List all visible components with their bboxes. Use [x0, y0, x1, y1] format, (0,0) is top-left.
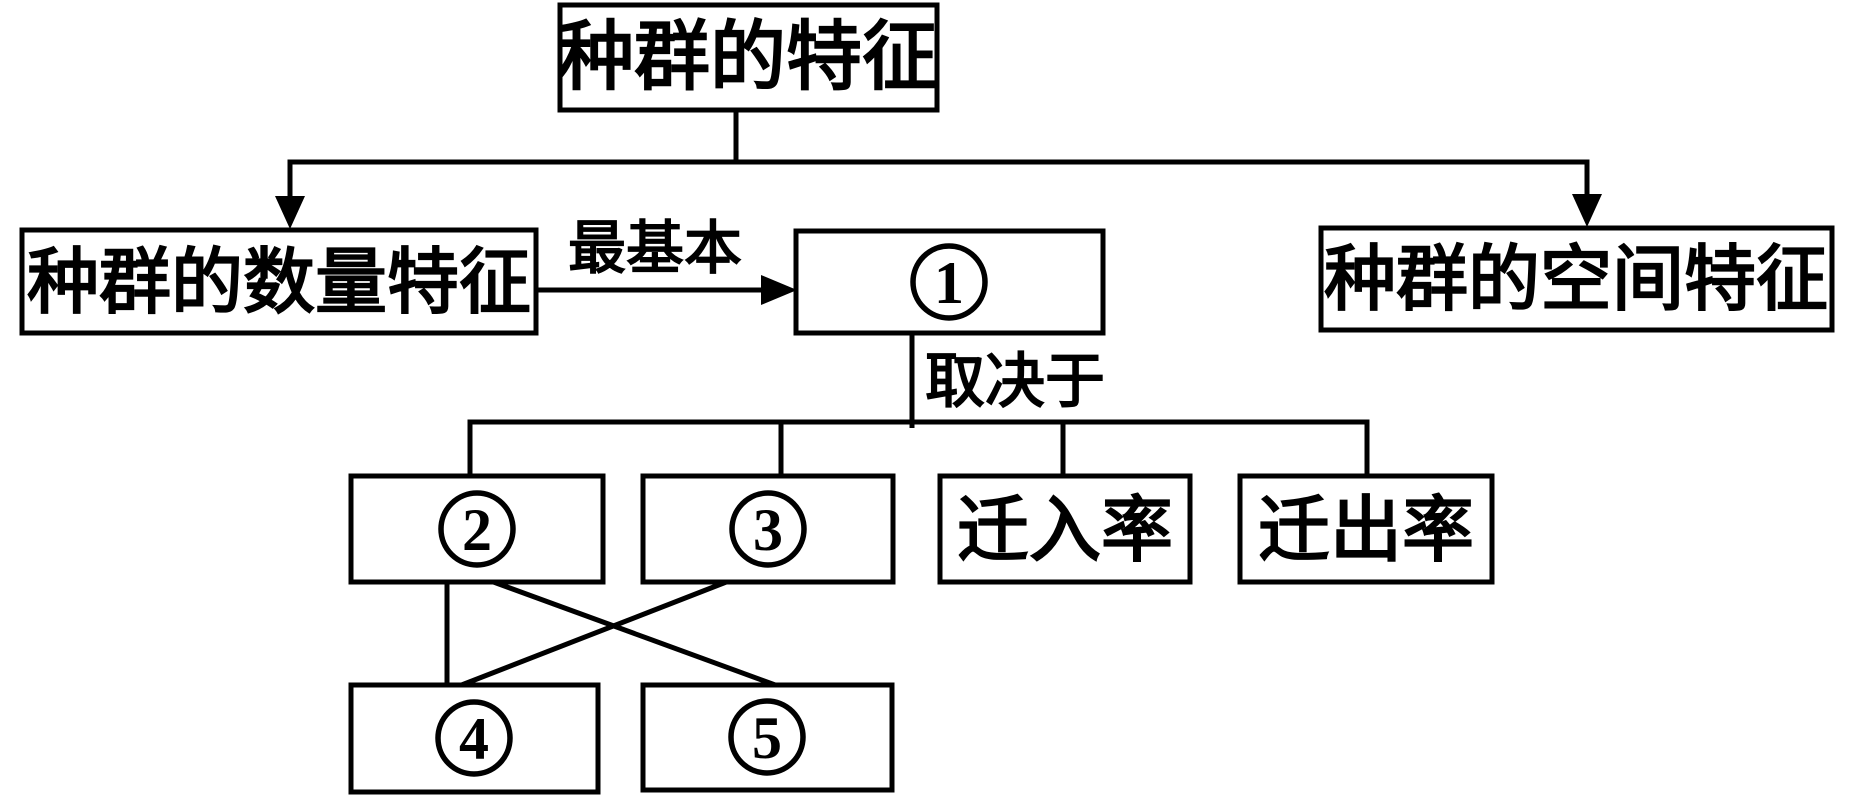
node-immigration-label: 迁入率: [957, 491, 1173, 571]
node-4-circle: [435, 699, 513, 777]
node-5-digit: 5: [752, 705, 782, 771]
node-5: 5: [640, 682, 895, 793]
node-4: 4: [348, 682, 601, 795]
node-spatial-label: 种群的空间特征: [1324, 240, 1828, 320]
edge-top-rail: [287, 159, 1590, 204]
node-immigration-box: [937, 473, 1193, 585]
node-emigration-box: [1237, 473, 1495, 585]
node-spatial-box: [1318, 225, 1835, 333]
node-2: 2: [348, 473, 606, 585]
node-3-digit: 3: [753, 497, 783, 563]
node-emigration-label: 迁出率: [1258, 491, 1474, 571]
node-spatial: 种群的空间特征: [1318, 225, 1835, 333]
node-1: 1: [793, 228, 1106, 336]
arrowhead-to-spatial: [1572, 194, 1602, 227]
node-3: 3: [640, 473, 896, 585]
node-3-circle: [729, 490, 807, 568]
node-1-digit: 1: [934, 250, 964, 316]
edge-label-most-basic: 最基本: [568, 216, 742, 281]
node-2-digit: 2: [462, 497, 492, 563]
node-quantity-box: [19, 227, 539, 336]
node-top-box: [557, 2, 940, 113]
node-top-label: 种群的特征: [558, 16, 938, 100]
edge-node3-node4: [458, 576, 735, 689]
node-5-circle: [728, 698, 806, 776]
node-immigration: 迁入率: [937, 473, 1193, 585]
node-quantity-label: 种群的数量特征: [27, 243, 531, 323]
connector-lines: [275, 108, 1602, 689]
node-top: 种群的特征: [557, 2, 940, 113]
node-emigration: 迁出率: [1237, 473, 1495, 585]
edge-lower-rail: [467, 419, 1370, 478]
node-quantity: 种群的数量特征: [19, 227, 539, 336]
node-4-digit: 4: [459, 706, 489, 772]
arrowhead-to-node1: [761, 275, 797, 305]
edge-label-depends-on: 取决于: [925, 349, 1105, 415]
edge-node2-node5: [487, 577, 779, 689]
node-1-circle: [910, 243, 988, 321]
node-2-circle: [438, 490, 516, 568]
arrowhead-to-quantity: [275, 196, 305, 229]
